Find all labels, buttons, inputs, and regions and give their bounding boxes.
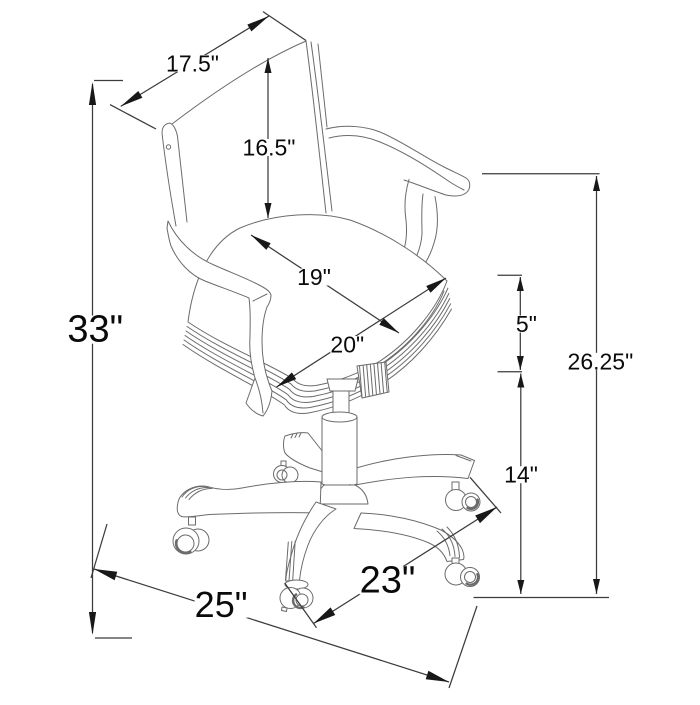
svg-text:25": 25": [195, 584, 248, 625]
svg-text:26.25": 26.25": [568, 348, 634, 374]
svg-text:16.5": 16.5": [243, 135, 296, 161]
svg-text:5": 5": [516, 311, 537, 337]
svg-text:19": 19": [297, 264, 331, 290]
svg-text:17.5": 17.5": [166, 51, 219, 77]
svg-text:14": 14": [504, 462, 538, 488]
svg-text:33": 33": [67, 309, 123, 351]
svg-text:20": 20": [330, 332, 364, 358]
svg-text:23": 23": [360, 559, 416, 601]
